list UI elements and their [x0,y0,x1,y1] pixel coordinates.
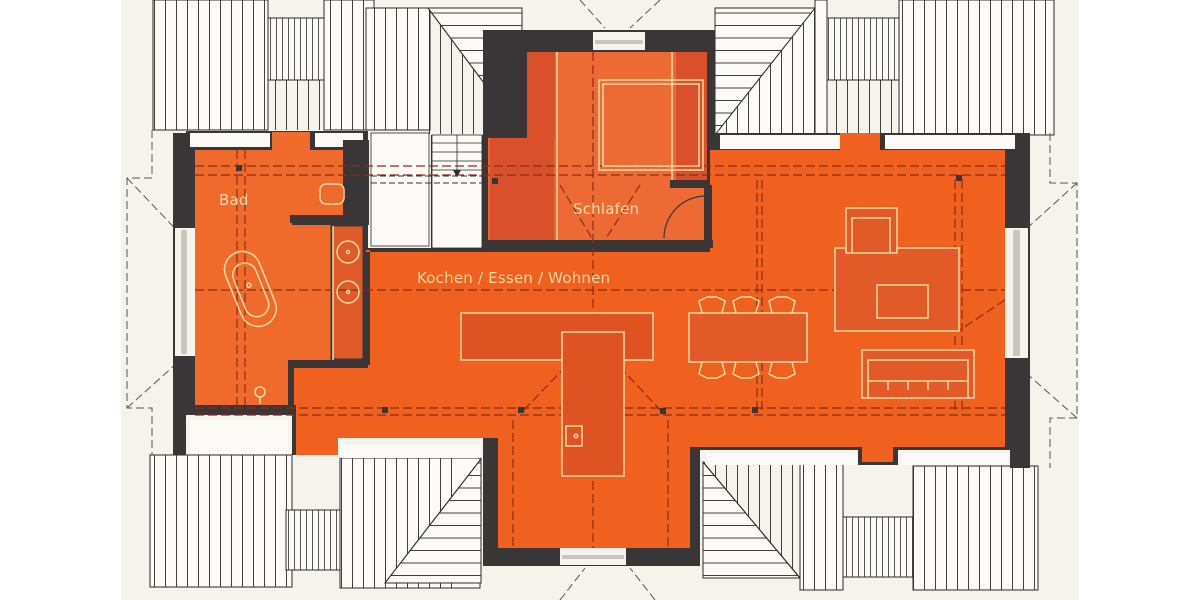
room-label-schlafen: Schlafen [573,200,640,218]
kitchen-island-icon [561,331,625,477]
roof-top-right [714,0,1055,137]
sofa-icon [861,349,975,399]
floor-bad [195,132,347,405]
room-label-bad: Bad [219,191,249,209]
projection-lines [126,0,1078,600]
dining-chair-icon [698,361,796,379]
roof-bottom-left [149,454,482,589]
columns [236,165,962,414]
room-label-kochen-essen-wohnen: Kochen / Essen / Wohnen [417,269,611,287]
coffee-table-icon [876,284,929,319]
door-swing-icon [663,195,706,239]
washbasin-icon [336,240,360,264]
roof-bottom-right [702,460,1039,591]
dining-table-icon [688,312,808,363]
armchair-icon [845,207,898,254]
toilet-icon [319,183,345,205]
washbasin-icon [336,280,360,304]
wall-voids [190,133,1015,465]
schlafen-walls [483,180,713,248]
bed-icon [598,79,704,171]
sink-icon [565,425,583,447]
roof-top-left [152,0,523,136]
bad-walls [288,140,369,412]
windows [175,32,1028,565]
dining-chair-icon [698,296,796,314]
furniture [223,52,975,477]
bathtub-icon [223,250,277,328]
staircase [370,132,483,249]
rug-icon [834,247,960,332]
